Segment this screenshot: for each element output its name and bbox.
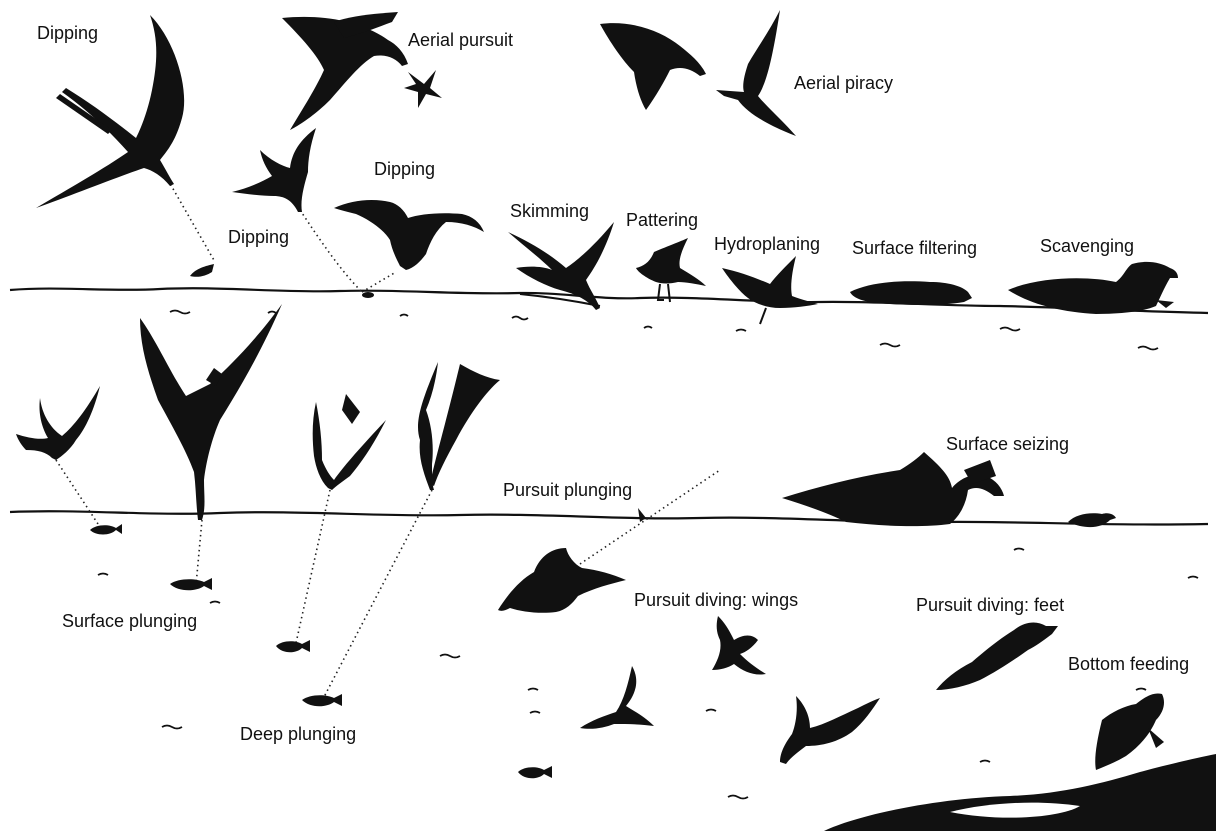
label-bottom-feeding: Bottom feeding (1068, 655, 1189, 673)
label-pattering: Pattering (626, 211, 698, 229)
label-surface-plunging: Surface plunging (62, 612, 197, 630)
label-aerial-pursuit: Aerial pursuit (408, 31, 513, 49)
fish-icon (190, 264, 374, 298)
label-dipping-frigatebird: Dipping (37, 24, 98, 42)
label-hydroplaning: Hydroplaning (714, 235, 820, 253)
sea-duck-bottom-feeding-icon (1095, 693, 1164, 770)
gull-dipping-icon (334, 200, 484, 270)
label-aerial-piracy: Aerial piracy (794, 74, 893, 92)
skua-aerial-pursuit-icon (282, 12, 408, 130)
label-pursuit-diving-wings: Pursuit diving: wings (634, 591, 798, 609)
cormorant-pursuit-diving-icon (936, 623, 1058, 690)
label-surface-filtering: Surface filtering (852, 239, 977, 257)
auk-pursuit-diving-icon (712, 616, 766, 675)
prion-hydroplaning-icon (722, 256, 818, 324)
tern-prey-small-icon (404, 70, 442, 108)
label-pursuit-plunging: Pursuit plunging (503, 481, 632, 499)
booby-surface-plunging-icon (140, 304, 282, 520)
label-scavenging: Scavenging (1040, 237, 1134, 255)
tern-surface-plunging-icon (16, 386, 100, 460)
shearwater-pursuit-plunging-icon (498, 508, 646, 613)
storm-petrel-pattering-icon (636, 238, 706, 302)
booby-deep-plunging-icon (313, 394, 386, 490)
label-skimming: Skimming (510, 202, 589, 220)
auk-pursuit-diving-icon-2 (580, 666, 654, 729)
prion-surface-filtering-icon (850, 281, 972, 305)
penguin-pursuit-diving-icon (780, 696, 880, 764)
gull-aerial-piracy-icon (600, 10, 796, 136)
lower-water-surface (10, 511, 1208, 524)
label-surface-seizing: Surface seizing (946, 435, 1069, 453)
label-pursuit-diving-feet: Pursuit diving: feet (916, 596, 1064, 614)
label-dipping-tern: Dipping (228, 228, 289, 246)
tern-dipping-icon (232, 128, 316, 212)
label-dipping-gull: Dipping (374, 160, 435, 178)
albatross-surface-seizing-icon (782, 452, 1004, 526)
booby-deep-plunging-icon-2 (418, 362, 500, 490)
frigatebird-dipping-icon (36, 15, 184, 208)
sea-floor (824, 754, 1216, 831)
label-deep-plunging: Deep plunging (240, 725, 356, 743)
